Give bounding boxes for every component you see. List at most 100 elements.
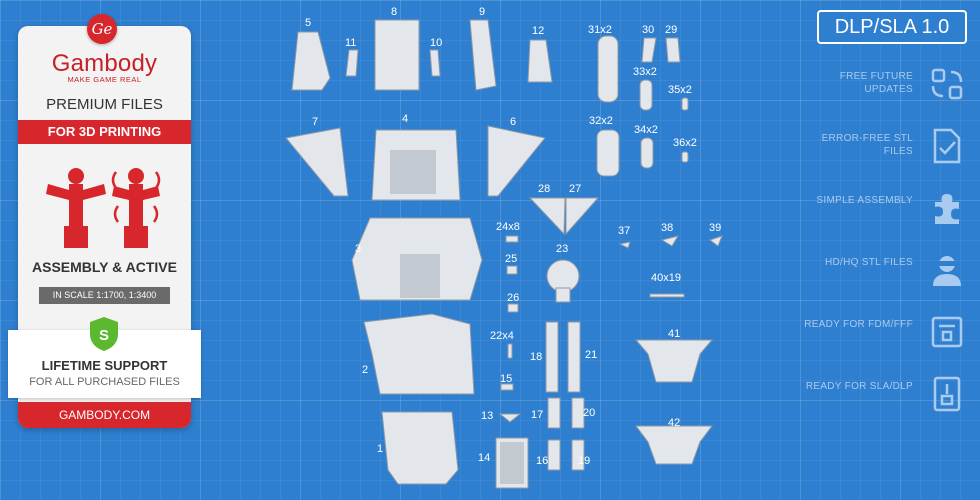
part-label: 15 — [500, 373, 513, 385]
part-15 — [500, 383, 514, 391]
feature-label: HD/HQ STL FILES — [824, 257, 913, 268]
shield-letter: S — [99, 327, 109, 344]
feature-label: SIMPLE ASSEMBLY — [816, 195, 913, 206]
premium-files-label: PREMIUM FILES — [46, 96, 163, 113]
feature-error-free: ERROR-FREE STL FILES — [820, 128, 975, 170]
part-label: 29 — [665, 24, 678, 36]
feature-label: ERROR-FREE STL FILES — [821, 133, 913, 157]
part-28 — [528, 197, 566, 236]
part-label: 23 — [556, 243, 569, 255]
part-27 — [565, 197, 600, 236]
part-label: 17 — [531, 409, 544, 421]
part-36 — [681, 151, 689, 163]
puzzle-icon — [935, 194, 959, 224]
part-17 — [547, 397, 561, 429]
brand-tagline: MAKE GAME REAL — [67, 75, 142, 84]
part-31 — [597, 35, 619, 103]
scale-badge: IN SCALE 1:1700, 1:3400 — [39, 287, 170, 304]
gambody-logo-icon: Ge — [87, 14, 117, 44]
lifetime-support-label: LIFETIME SUPPORT — [41, 358, 168, 373]
feature-label: READY FOR SLA/DLP — [805, 381, 913, 392]
part-26 — [507, 303, 519, 313]
update-arrows-icon — [931, 68, 963, 100]
part-label: 3 — [355, 243, 362, 255]
part-label: 21 — [585, 349, 598, 361]
assembly-active-label: ASSEMBLY & ACTIVE — [32, 259, 177, 275]
sla-printer-icon — [933, 376, 961, 412]
part-13 — [498, 413, 522, 423]
part-2 — [363, 313, 475, 395]
part-39 — [708, 235, 723, 247]
part-label: 34x2 — [634, 124, 658, 136]
part-24 — [505, 235, 519, 243]
part-16 — [547, 439, 561, 471]
part-label: 4 — [402, 113, 409, 125]
checked-file-icon — [933, 128, 961, 164]
feature-label: FREE FUTURE UPDATES — [839, 71, 913, 95]
part-label: 12 — [532, 25, 545, 37]
part-23b — [555, 287, 571, 303]
part-10 — [429, 49, 441, 77]
part-38 — [660, 235, 680, 247]
part-label: 40x19 — [651, 272, 681, 284]
part-41 — [634, 339, 714, 383]
part-label: 31x2 — [588, 24, 612, 36]
part-label: 22x4 — [490, 330, 514, 342]
part-label: 1 — [377, 443, 384, 455]
part-label: 26 — [507, 292, 520, 304]
part-7 — [285, 127, 349, 197]
part-label: 18 — [530, 351, 543, 363]
part-label: 42 — [668, 417, 681, 429]
part-label: 41 — [668, 328, 681, 340]
feature-hd-files: HD/HQ STL FILES — [820, 252, 975, 294]
feature-label: READY FOR FDM/FFF — [804, 319, 913, 330]
part-23 — [546, 259, 580, 293]
part-11 — [345, 49, 359, 77]
feature-free-updates: FREE FUTURE UPDATES — [820, 66, 975, 108]
feature-simple-assembly: SIMPLE ASSEMBLY — [816, 190, 975, 232]
part-label: 5 — [305, 17, 312, 29]
part-label: 39 — [709, 222, 722, 234]
dlp-sla-version-badge: DLP/SLA 1.0 — [817, 10, 967, 44]
part-label: 2 — [362, 364, 369, 376]
part-6 — [487, 125, 546, 197]
part-label: 32x2 — [589, 115, 613, 127]
brand-name: Gambody — [51, 50, 158, 77]
figure-bust-icon — [933, 256, 961, 286]
part-20 — [571, 397, 585, 429]
part-label: 38 — [661, 222, 674, 234]
part-42 — [635, 425, 713, 465]
part-label: 25 — [505, 253, 518, 265]
part-label: 11 — [345, 37, 357, 49]
part-5 — [291, 31, 331, 91]
part-label: 14 — [478, 452, 491, 464]
part-29 — [665, 37, 681, 63]
part-label: 24x8 — [496, 221, 520, 233]
part-22 — [507, 343, 513, 359]
part-40 — [649, 293, 685, 298]
purchased-files-label: FOR ALL PURCHASED FILES — [29, 376, 180, 388]
part-label: 19 — [578, 455, 591, 467]
part-1 — [381, 411, 459, 485]
feature-sla: READY FOR SLA/DLP — [806, 376, 975, 418]
part-label: 28 — [538, 183, 551, 195]
part-label: 37 — [618, 225, 631, 237]
part-34 — [640, 137, 654, 169]
part-25 — [506, 265, 518, 275]
part-18 — [545, 321, 559, 393]
for-3d-printing-banner: FOR 3D PRINTING — [18, 120, 191, 144]
part-label: 7 — [312, 116, 319, 128]
promo-card: Ge Gambody MAKE GAME REAL PREMIUM FILES … — [8, 14, 201, 428]
website-link[interactable]: GAMBODY.COM — [18, 402, 191, 428]
shield-icon: S — [90, 317, 118, 351]
part-32 — [596, 129, 620, 177]
part-label: 27 — [569, 183, 582, 195]
part-label: 13 — [481, 410, 494, 422]
part-35 — [681, 97, 689, 111]
part-label: 36x2 — [673, 137, 697, 149]
part-9 — [469, 19, 497, 91]
part-37 — [618, 241, 631, 249]
part-33 — [639, 79, 653, 111]
feature-fdm: READY FOR FDM/FFF — [804, 314, 975, 356]
